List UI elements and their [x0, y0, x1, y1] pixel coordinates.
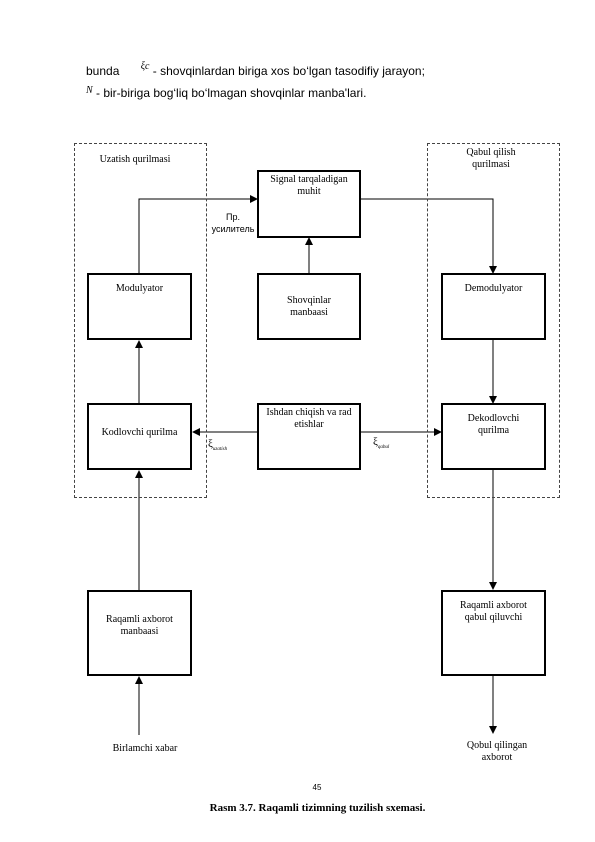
xi-left-symbol: ξ [208, 438, 213, 450]
primary-message-label: Birlamchi xabar [112, 743, 178, 754]
intro-line-2: N - bir-biriga bog‘liq bo‘lmagan shovqin… [86, 85, 367, 100]
decoder-label: Dekodlovchi qurilma [467, 413, 520, 436]
signal-medium-block: Signal tarqaladigan muhit [257, 170, 361, 238]
xi-symbol: ξc [140, 61, 150, 72]
transmitter-group-label: Uzatish qurilmasi [99, 154, 171, 165]
medium-to-demodulator-arrow [361, 198, 497, 274]
xi-left-subscript: uzatish [212, 447, 228, 453]
received-info-label: Qobul qilingan axborot [466, 740, 528, 763]
receiver-device-label: Raqamli axborot qabul qiluvchi [460, 600, 527, 623]
intro-line-1-text: - shovqinlardan biriga xos bo‘lgan tasod… [149, 64, 425, 78]
xi-right-label: ξqabul [373, 436, 389, 450]
page-number: 45 [312, 783, 322, 792]
intro-line-1: bunda ξc - shovqinlardan biriga xos bo‘l… [86, 61, 425, 78]
intro-prefix: bunda [86, 64, 120, 78]
intro-line-2-text: - bir-biriga bog‘liq bo‘lmagan shovqinla… [92, 86, 367, 100]
signal-medium-label: Signal tarqaladigan muhit [270, 174, 348, 197]
decoder-block: Dekodlovchi qurilma [441, 403, 546, 470]
encoder-block: Kodlovchi qurilma [87, 403, 192, 470]
xi-right-subscript: qabul [377, 445, 390, 451]
receiver-device-block: Raqamli axborot qabul qiluvchi [441, 590, 546, 676]
demodulator-label: Demodulyator [464, 283, 523, 294]
encoder-label: Kodlovchi qurilma [101, 427, 178, 438]
failures-label: Ishdan chiqish va rad etishlar [266, 407, 352, 430]
receiver-group-label: Qabul qilish qurilmasi [466, 147, 516, 170]
n-symbol: N [86, 85, 93, 96]
modulator-to-medium-arrow [138, 195, 258, 274]
demodulator-block: Demodulyator [441, 273, 546, 340]
amplifier-label: Пр. усилитель [211, 212, 255, 234]
source-label: Raqamli axborot manbaasi [106, 614, 173, 637]
failures-block: Ishdan chiqish va rad etishlar [257, 403, 361, 470]
source-block: Raqamli axborot manbaasi [87, 590, 192, 676]
figure-caption: Rasm 3.7. Raqamli tizimning tuzilish sxe… [209, 802, 426, 814]
modulator-block: Modulyator [87, 273, 192, 340]
receiver-group [427, 143, 560, 498]
modulator-label: Modulyator [115, 283, 164, 294]
transmitter-group [74, 143, 207, 498]
noise-sources-block: Shovqinlar manbaasi [257, 273, 361, 340]
noise-sources-label: Shovqinlar manbaasi [287, 295, 331, 318]
xi-left-label: ξuzatish [208, 438, 227, 452]
xi-right-symbol: ξ [373, 436, 378, 448]
